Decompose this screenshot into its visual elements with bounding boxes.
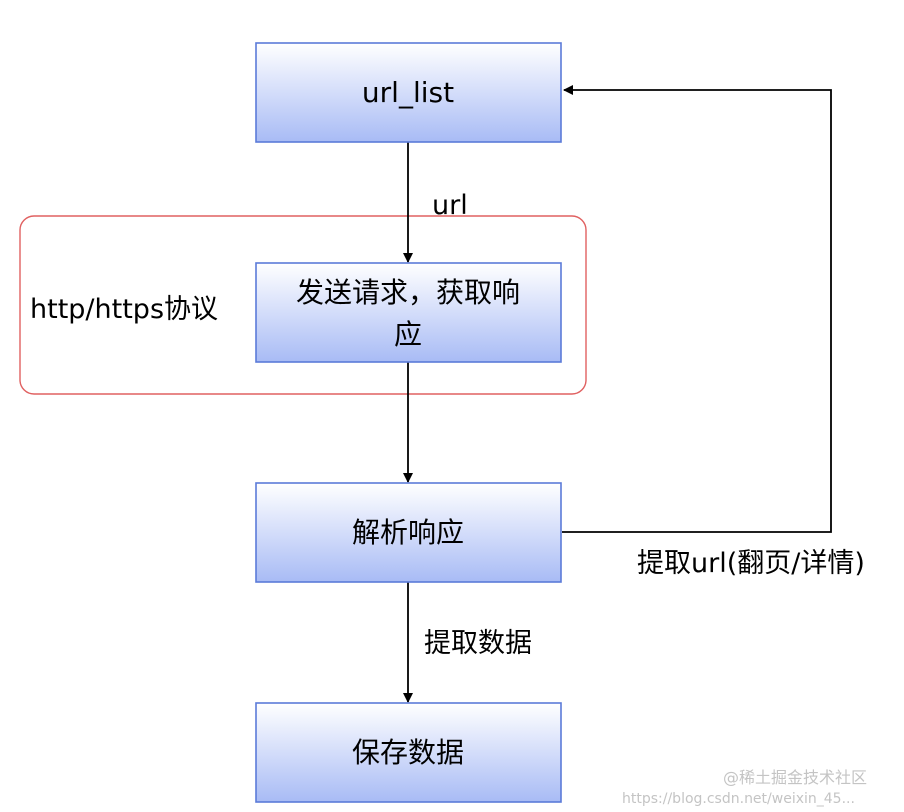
node-url-list-label: url_list <box>362 76 454 109</box>
node-parse-response: 解析响应 <box>255 482 562 583</box>
edge-label-extract-data: 提取数据 <box>424 628 532 659</box>
protocol-group-box <box>19 215 587 395</box>
node-url-list: url_list <box>255 42 562 143</box>
node-send-request-label-line1: 发送请求，获取响 <box>296 276 520 309</box>
node-save-data: 保存数据 <box>255 702 562 803</box>
protocol-group-label: http/https协议 <box>30 294 218 325</box>
node-save-data-label: 保存数据 <box>352 736 464 769</box>
node-send-request: 发送请求，获取响 应 <box>255 262 562 363</box>
watermark-text: @稀土掘金技术社区 <box>723 768 867 787</box>
node-parse-response-label: 解析响应 <box>352 516 464 549</box>
edge-label-url: url <box>432 190 468 221</box>
edge-label-extract-url: 提取url(翻页/详情) <box>637 548 865 579</box>
watermark-url: https://blog.csdn.net/weixin_45... <box>622 791 855 807</box>
edge-parse-to-list <box>562 85 832 533</box>
node-send-request-label-line2: 应 <box>394 318 422 351</box>
